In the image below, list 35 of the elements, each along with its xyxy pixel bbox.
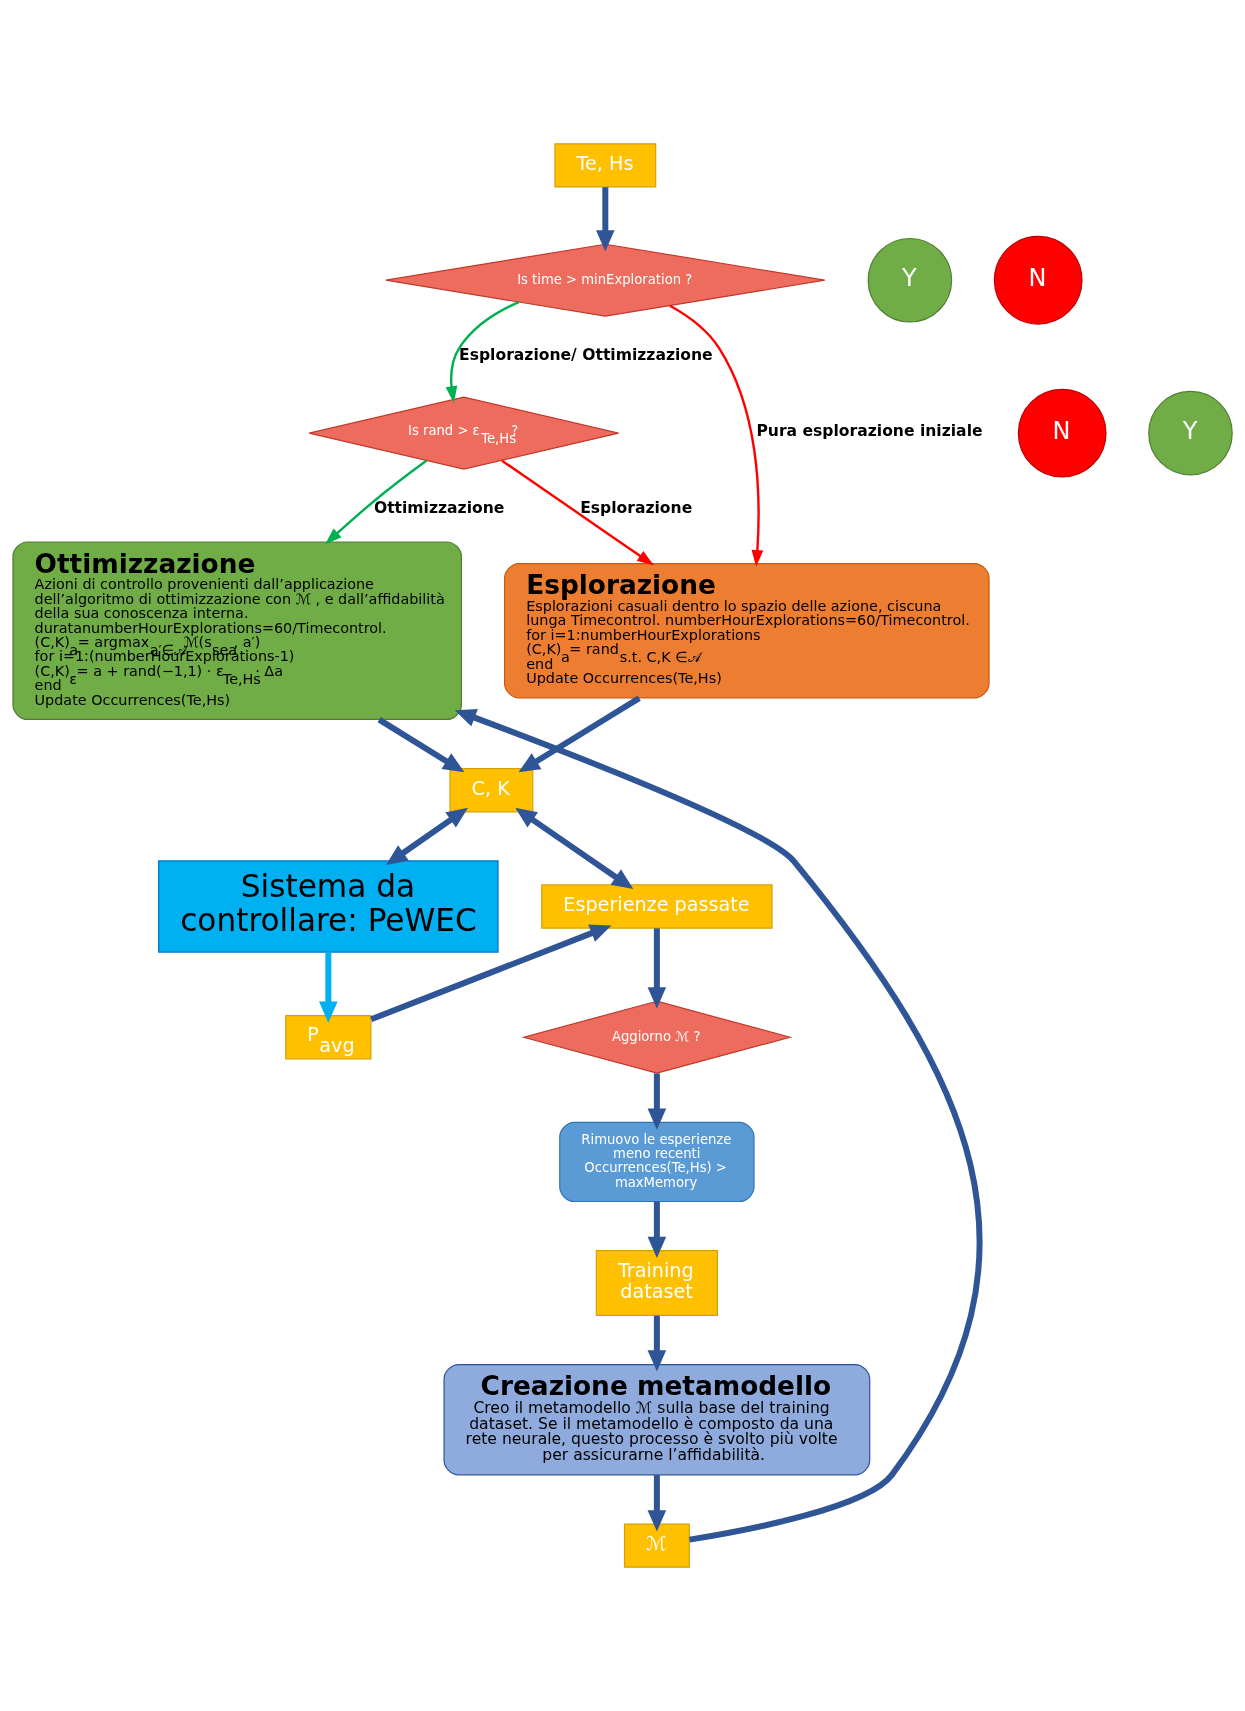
arrow — [319, 952, 338, 1023]
edge-label: Pura esplorazione iniziale — [756, 422, 983, 441]
node-circle: Y — [867, 237, 953, 323]
node-circle: Y — [1148, 390, 1233, 476]
arrow — [377, 717, 465, 773]
node-box: ℳ — [623, 1523, 690, 1568]
node-box: Training dataset — [595, 1250, 719, 1316]
arrow — [669, 304, 764, 567]
node-diamond: Is time > minExploration ? — [385, 243, 826, 317]
arrow — [647, 1073, 667, 1130]
node-diamond: Aggiorno ℳ ? — [521, 1000, 793, 1074]
edge-label: Esplorazione — [580, 498, 693, 517]
node-box: Rimuovo le esperienze meno recenti Occurrences(Te,Hs) > maxMemory — [559, 1121, 755, 1203]
node-box: Creazione metamodello Creo il metamodello ℳ sulla base del training dataset. Se il metamodello è composto da una rete neurale, questo processo è svolto più volte per assicurarne l’affidabilità. — [443, 1363, 871, 1476]
arrow — [325, 459, 428, 545]
arrow — [515, 807, 634, 890]
edge-label: Ottimizzazione — [373, 498, 505, 517]
node-circle: N — [993, 235, 1083, 325]
node-box: Te, Hs — [554, 143, 657, 188]
arrow — [501, 459, 654, 566]
arrow — [596, 187, 615, 252]
arrow — [385, 807, 468, 866]
arrow — [445, 301, 520, 404]
arrow — [370, 924, 612, 1023]
arrow — [647, 1475, 667, 1532]
node-box: C, K — [449, 768, 534, 813]
arrow — [647, 1201, 667, 1259]
edge-label: Esplorazione/ Ottimizzazione — [459, 345, 713, 364]
arrow — [647, 928, 667, 1009]
arrow — [518, 695, 641, 773]
node-box: Esperienze passate — [541, 884, 773, 929]
node-box: Sistema da controllare: PeWEC — [158, 860, 499, 953]
arrow — [454, 708, 982, 1543]
arrow — [647, 1315, 667, 1372]
node-circle: N — [1017, 388, 1107, 478]
